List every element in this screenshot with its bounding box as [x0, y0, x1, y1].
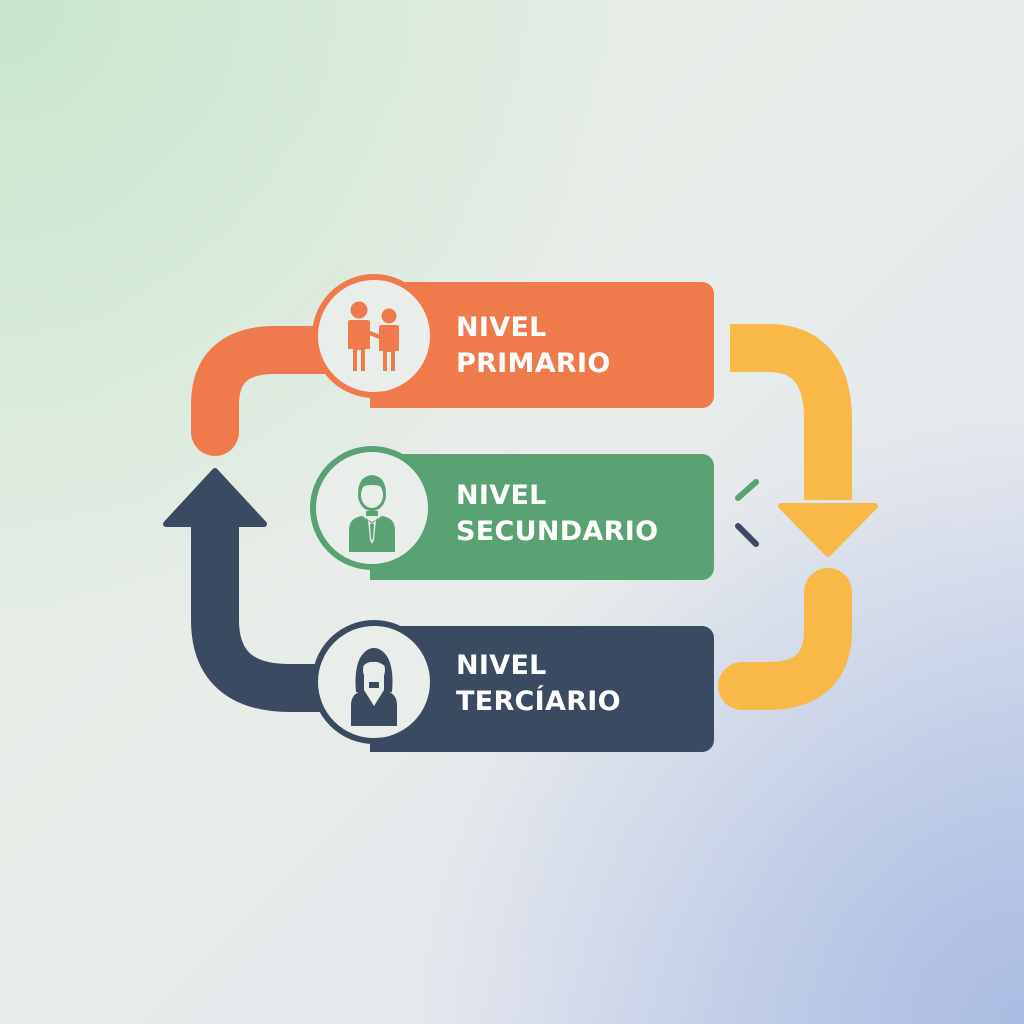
level-tertiary-line1: NIVEL: [456, 650, 547, 681]
two-people-icon: [348, 301, 399, 371]
green-tick-mark: [735, 479, 759, 501]
level-tertiary-line2: TERCÍARIO: [456, 686, 621, 717]
yellow-connector-bottom: [718, 568, 852, 710]
level-secondary-badge: [310, 446, 434, 570]
level-primary-line1: NIVEL: [456, 312, 547, 343]
businessman-icon: [349, 475, 395, 552]
navy-tick-mark: [735, 523, 759, 547]
orange-connector: [191, 326, 354, 456]
level-secondary-line1: NIVEL: [456, 480, 547, 511]
level-tertiary-label: NIVEL TERCÍARIO: [456, 648, 621, 720]
level-secondary-line2: SECUNDARIO: [456, 516, 659, 547]
navy-arrow-head: [163, 468, 267, 527]
yellow-connector-top: [730, 324, 852, 500]
navy-connector: [191, 520, 335, 712]
level-secondary-label: NIVEL SECUNDARIO: [456, 478, 658, 550]
businesswoman-icon: [351, 648, 397, 726]
level-primary-badge: [312, 274, 436, 398]
level-primary-label: NIVEL PRIMARIO: [456, 310, 611, 382]
yellow-arrow-head: [778, 503, 878, 557]
level-tertiary-badge: [312, 620, 436, 744]
level-primary-line2: PRIMARIO: [456, 348, 611, 379]
